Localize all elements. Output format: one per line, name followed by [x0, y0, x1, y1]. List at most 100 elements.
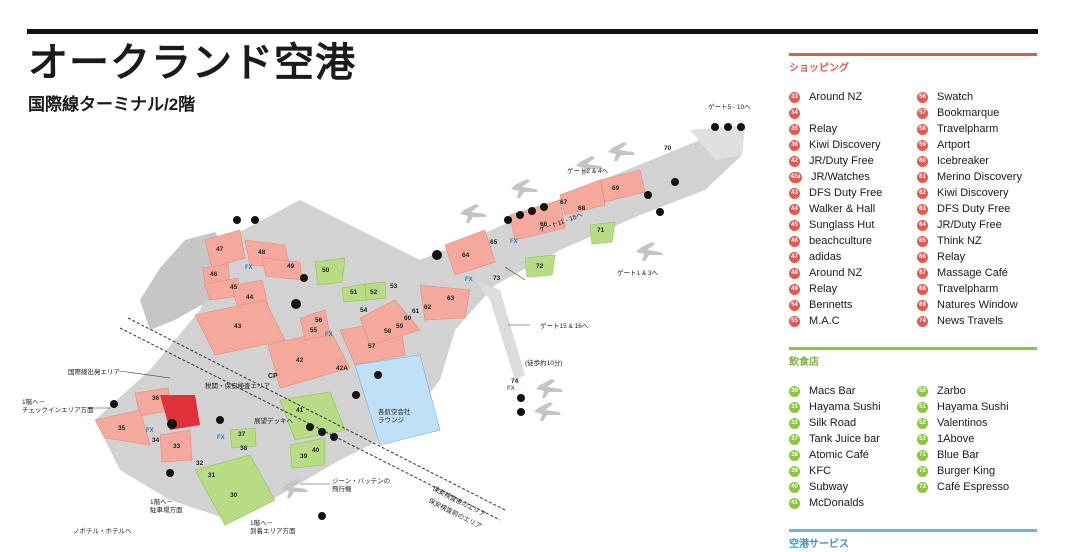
dining-item-name: Silk Road	[809, 417, 857, 429]
dining-item-name: Café Espresso	[937, 481, 1010, 493]
dining-item-name: McDonalds	[809, 497, 865, 509]
svg-text:71: 71	[597, 227, 605, 234]
zone-30	[194, 454, 276, 526]
shopping-number-badge: 68	[917, 283, 928, 295]
svg-text:34: 34	[152, 437, 160, 444]
svg-text:60: 60	[404, 315, 412, 322]
shopping-item-name: DFS Duty Free	[937, 203, 1011, 215]
label-jean-batten-1: ジーン・バッテンの	[332, 477, 390, 485]
svg-text:42: 42	[296, 357, 304, 364]
shopping-item-name: Around NZ	[809, 267, 863, 279]
zone-52	[364, 281, 387, 301]
shopping-number-badge: 58	[917, 123, 928, 135]
shopping-item-name: News Travels	[937, 315, 1004, 327]
dining-item-name: KFC	[809, 465, 831, 477]
zone-63	[419, 284, 471, 321]
airplane-icon	[576, 156, 603, 175]
shopping-item-name: Travelpharm	[937, 283, 999, 295]
service-icons	[110, 123, 745, 520]
shopping-item-name: JR/Duty Free	[809, 155, 874, 167]
shopping-item-name: Bennetts	[809, 299, 853, 311]
dining-item-name: 1Above	[937, 433, 975, 445]
svg-text:35: 35	[118, 425, 126, 432]
shopping-list-item: 58 Travelpharm	[917, 121, 1042, 137]
svg-text:69: 69	[612, 185, 620, 192]
fx-label: FX	[217, 435, 225, 441]
shopping-number-badge: 34	[789, 107, 800, 119]
svg-text:57: 57	[368, 343, 376, 350]
svg-text:49: 49	[287, 263, 295, 270]
shopping-number-badge: 48	[789, 267, 800, 279]
label-intl-departure-area: 国際線出発エリア	[68, 367, 121, 376]
svg-text:50: 50	[322, 267, 330, 274]
restroom-icon	[318, 428, 326, 436]
shopping-item-name: Bookmarque	[937, 107, 1000, 119]
shopping-number-badge: 60	[917, 155, 928, 167]
dining-item-name: Hayama Sushi	[937, 401, 1009, 413]
zone-43	[194, 299, 286, 356]
label-airline-lounge-2: ラウンジ	[378, 416, 405, 424]
restroom-icon	[352, 391, 360, 399]
shopping-number-badge: 67	[917, 267, 928, 279]
shopping-list-item: 67 Massage Café	[917, 265, 1042, 281]
shopping-number-badge: 56	[917, 91, 928, 103]
label-floor1-checkin-2: チェックインエリア方面	[22, 405, 94, 414]
restroom-icon	[251, 216, 259, 224]
shopping-item-name: Massage Café	[937, 267, 1008, 279]
svg-text:66: 66	[540, 221, 548, 228]
dining-item-name: Zarbo	[937, 385, 966, 397]
fx-label: FX	[245, 265, 253, 271]
label-floor1-parking-1: 1階へ－	[150, 497, 173, 506]
dining-number-badge: 72	[917, 465, 928, 477]
svg-text:47: 47	[216, 246, 224, 253]
currency-icon	[110, 400, 118, 408]
shopping-number-badge: 62	[917, 187, 928, 199]
shopping-item-name: Walker & Hall	[809, 203, 876, 215]
dining-number-badge: 50	[917, 385, 928, 397]
shopping-item-name: Around NZ	[809, 91, 863, 103]
svg-text:39: 39	[300, 453, 308, 460]
shopping-list-item: 68 Travelpharm	[917, 281, 1042, 297]
restroom-icon	[644, 191, 652, 199]
shopping-item-name: Travelpharm	[937, 123, 999, 135]
svg-text:70: 70	[664, 145, 672, 152]
svg-text:36: 36	[152, 395, 160, 402]
svg-text:64: 64	[462, 252, 470, 259]
restroom-icon	[374, 371, 382, 379]
page-subtitle: 国際線ターミナル/2階	[28, 95, 196, 114]
restroom-icon	[711, 123, 719, 131]
shopping-list-item: 48 Around NZ	[789, 265, 914, 281]
label-customs-security: 税関・保安検査エリア	[205, 381, 271, 390]
dining-item-name: Hayama Sushi	[809, 401, 881, 413]
shopping-number-badge: 64	[917, 219, 928, 231]
svg-text:37: 37	[238, 431, 246, 438]
fx-label: FX	[465, 277, 473, 283]
dining-list-item: 31 Hayama Sushi	[789, 399, 914, 415]
svg-text:59: 59	[396, 323, 404, 330]
dining-number-badge: 31	[789, 401, 800, 413]
restroom-icon	[724, 123, 732, 131]
fx-label: FX	[507, 386, 515, 392]
zone-number-labels: 47 48 46 45 49 44 43 50 51 52 53 54 55 5…	[118, 145, 672, 499]
svg-text:62: 62	[424, 304, 432, 311]
zone-41	[279, 391, 346, 441]
legend-services: 空港サービス	[789, 529, 1037, 552]
shopping-item-name: Kiwi Discovery	[809, 139, 881, 151]
svg-text:53: 53	[390, 283, 398, 290]
